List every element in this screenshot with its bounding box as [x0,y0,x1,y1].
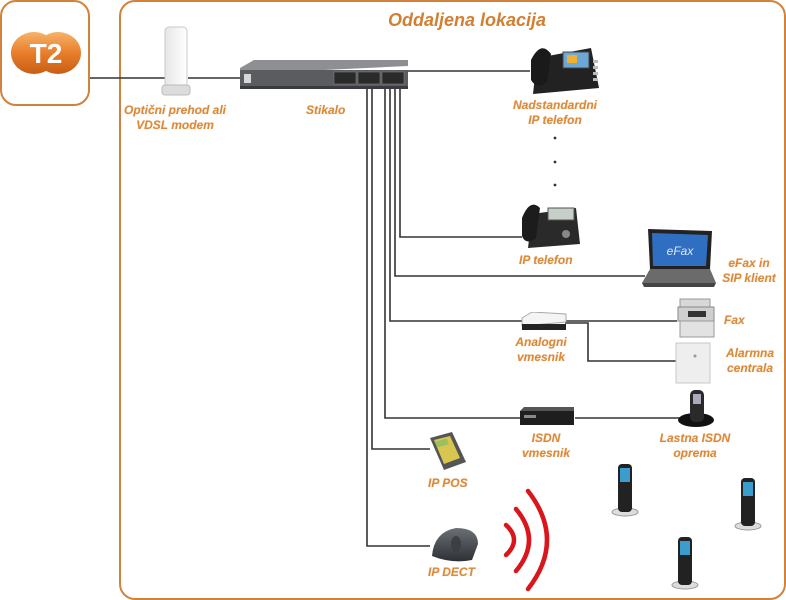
isdn-adapter-icon [518,407,576,427]
dect-handset-icon [733,476,763,532]
wire-switch-ip-phone [399,80,522,238]
fax-icon [676,297,716,339]
ellipsis-dot [553,183,557,187]
premium-ip-phone-label: Nadstandardni IP telefon [500,98,610,128]
dect-handset-icon [670,535,700,591]
ellipsis-dot [553,160,557,164]
wireless-signal-icon [500,485,570,595]
ellipsis-dot [553,136,557,140]
wire-switch-ip-pos [371,80,430,450]
premium-ip-phone-icon [527,40,603,96]
isdn-equipment-label: Lastna ISDN oprema [650,431,740,461]
modem-icon [160,25,192,97]
isdn-adapter-label-line1: ISDN [531,431,561,445]
ip-pos-label: IP POS [428,476,468,490]
analog-adapter-label-line1: Analogni [515,335,567,349]
ip-dect-label: IP DECT [428,565,475,579]
wire-switch-ip-dect [366,80,430,547]
wire-switch-analog-adapter [389,80,522,322]
laptop-label: eFax in SIP klient [718,256,780,286]
ip-phone-label: IP telefon [519,253,573,267]
wire-switch-isdn-adapter [384,80,520,419]
analog-adapter-label-line2: vmesnik [516,350,566,364]
laptop-label-line1: eFax in [728,256,770,270]
laptop-screen-text: eFax [667,244,695,258]
alarm-panel-icon [675,342,711,384]
alarm-label: Alarmna centrala [720,346,780,376]
ip-phone-icon [518,196,584,250]
analog-adapter-label: Analogni vmesnik [510,335,572,365]
t2-logo: T2 [10,30,82,76]
isdn-phone-icon [676,388,718,428]
wire-switch-laptop [394,80,645,277]
isdn-equipment-label-line2: oprema [673,446,717,460]
isdn-adapter-label: ISDN vmesnik [515,431,577,461]
remote-location-box [119,0,786,600]
modem-label-line1: Optični prehod ali [123,103,226,117]
t2-logo-text: T2 [30,38,63,69]
fax-label: Fax [724,313,745,327]
alarm-label-line2: centrala [726,361,774,375]
premium-ip-phone-label-line2: IP telefon [528,113,582,127]
ip-dect-base-icon [428,526,480,564]
analog-adapter-icon [520,311,568,332]
isdn-adapter-label-line2: vmesnik [521,446,571,460]
provider-box [0,0,90,106]
modem-label-line2: VDSL modem [136,118,214,132]
modem-label: Optični prehod ali VDSL modem [120,103,230,133]
remote-location-title: Oddaljena lokacija [388,10,547,30]
laptop-icon: eFax [640,227,718,289]
wire-analog-alarm [565,322,676,362]
switch-icon [236,60,412,90]
laptop-label-line2: SIP klient [722,271,776,285]
premium-ip-phone-label-line1: Nadstandardni [512,98,597,112]
isdn-equipment-label-line1: Lastna ISDN [659,431,731,445]
dect-handset-icon [610,462,640,518]
alarm-label-line1: Alarmna [725,346,775,360]
switch-label: Stikalo [306,103,346,117]
ip-pos-icon [426,432,468,472]
